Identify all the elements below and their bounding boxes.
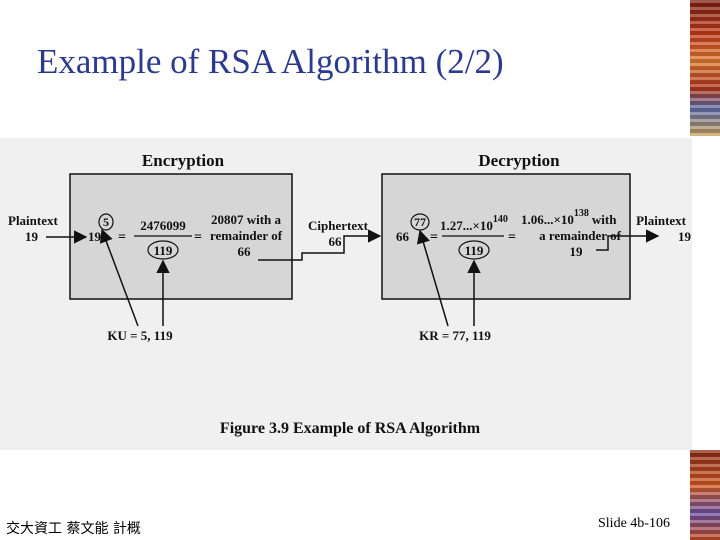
dec-modulus: 119 bbox=[465, 243, 484, 258]
enc-modulus-circle bbox=[147, 240, 179, 260]
ciphertext-label: Ciphertext bbox=[308, 218, 369, 233]
ku-label: KU = 5, 119 bbox=[107, 328, 173, 343]
decorative-bar-bottom bbox=[690, 450, 720, 540]
output-arrow bbox=[596, 229, 660, 251]
rsa-diagram: Encryption Decryption Plaintext 19 19 5 … bbox=[8, 151, 692, 437]
dec-result-with: with bbox=[592, 212, 617, 227]
enc-equals-1: = bbox=[118, 230, 126, 245]
dec-equals-2: = bbox=[508, 230, 516, 245]
plaintext-output-label: Plaintext bbox=[636, 213, 686, 228]
enc-numerator: 2476099 bbox=[140, 218, 186, 233]
dec-numerator: 1.27...×10140 bbox=[440, 214, 508, 233]
enc-result-line2: remainder of bbox=[210, 228, 283, 243]
decryption-heading: Decryption bbox=[478, 151, 560, 170]
enc-result-line1: 20807 with a bbox=[211, 212, 282, 227]
dec-result-line3: 19 bbox=[570, 244, 584, 259]
dec-numerator-mantissa: 1.27...×10 bbox=[440, 218, 493, 233]
kr-exponent-arrow bbox=[416, 229, 449, 327]
footer-right: Slide 4b-106 bbox=[598, 516, 670, 531]
dec-base: 66 bbox=[396, 229, 410, 244]
dec-result-mantissa: 1.06...×10 bbox=[521, 212, 574, 227]
dec-result-line2: a remainder of bbox=[539, 228, 622, 243]
enc-result-line3: 66 bbox=[238, 244, 252, 259]
decorative-bar-top bbox=[690, 0, 720, 136]
ciphertext-connector bbox=[258, 229, 382, 261]
enc-exponent: 5 bbox=[103, 215, 109, 229]
enc-equals-2: = bbox=[194, 230, 202, 245]
kr-label: KR = 77, 119 bbox=[419, 328, 491, 343]
dec-result-exp: 138 bbox=[574, 208, 589, 219]
plaintext-output-value: 19 bbox=[678, 229, 692, 244]
ku-exponent-arrow bbox=[99, 228, 139, 327]
dec-numerator-exp: 140 bbox=[493, 214, 508, 225]
figure-caption: Figure 3.9 Example of RSA Algorithm bbox=[220, 420, 481, 437]
dec-equals-1: = bbox=[430, 230, 438, 245]
enc-modulus: 119 bbox=[154, 243, 173, 258]
plaintext-input-label: Plaintext bbox=[8, 213, 58, 228]
footer-left: 交大資工 蔡文能 計概 bbox=[6, 521, 141, 537]
plaintext-input-value: 19 bbox=[25, 229, 39, 244]
slide-title: Example of RSA Algorithm (2/2) bbox=[37, 42, 504, 81]
dec-modulus-circle bbox=[458, 240, 490, 260]
encryption-heading: Encryption bbox=[142, 151, 225, 170]
enc-base: 19 bbox=[88, 229, 102, 244]
ciphertext-value: 66 bbox=[329, 234, 343, 249]
figure-panel: Encryption Decryption Plaintext 19 19 5 … bbox=[0, 138, 692, 450]
dec-exponent: 77 bbox=[414, 215, 426, 229]
